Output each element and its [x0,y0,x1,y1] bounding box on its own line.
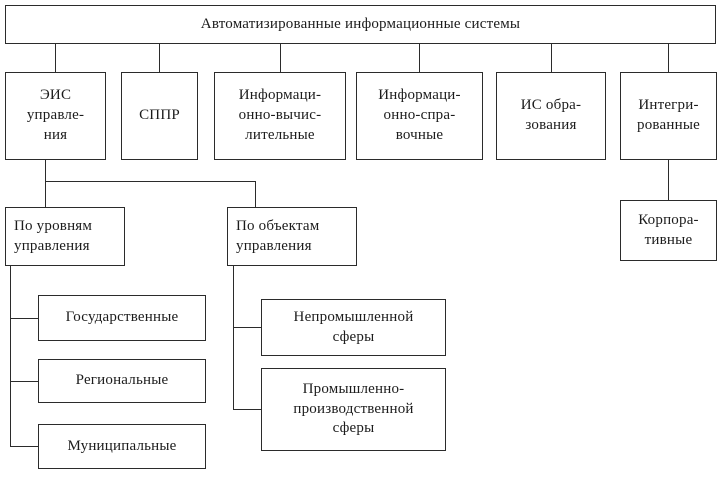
connector-line [233,266,234,409]
node-label: Автоматизированные информационные систем… [200,15,521,32]
node-label: ЭИС управле- ния [26,87,85,143]
connector-line [10,318,38,319]
node-label: Региональные [75,372,169,389]
node-korporativnye: Корпора- тивные [620,200,717,261]
connector-line [45,160,46,207]
node-sppr: СППР [121,72,198,160]
node-label: Корпора- тивные [638,211,699,248]
connector-line [55,44,56,72]
node-label: Информаци- онно-спра- вочные [378,87,461,143]
connector-line [668,44,669,72]
connector-line [551,44,552,72]
node-label: Интегри- рованные [637,97,700,133]
node-label: По объектам управления [236,217,320,254]
node-po-urovnyam-upravleniya: По уровням управления [5,207,125,266]
node-eis-upravleniya: ЭИС управле- ния [5,72,106,160]
node-informacionno-spravochnye: Информаци- онно-спра- вочные [356,72,483,160]
node-automated-information-systems: Автоматизированные информационные систем… [5,5,716,44]
connector-line [419,44,420,72]
node-label: Промышленно- производственной сферы [293,380,414,437]
node-municipalnye: Муниципальные [38,424,206,469]
node-integrirovannye: Интегри- рованные [620,72,717,160]
connector-line [10,381,38,382]
connector-line [10,266,11,446]
node-informacionno-vychislitelnye: Информаци- онно-вычис- лительные [214,72,346,160]
node-promyshlenno-proizvodstvennoj-sfery: Промышленно- производственной сферы [261,368,446,451]
connector-line [668,160,669,200]
connector-line [10,446,38,447]
connector-line [280,44,281,72]
node-is-obrazovaniya: ИС обра- зования [496,72,606,160]
connector-line [233,409,261,410]
node-label: По уровням управления [14,217,93,254]
connector-line [255,181,256,207]
node-label: Государственные [65,309,179,326]
node-regionalnye: Региональные [38,359,206,403]
node-label: Информаци- онно-вычис- лительные [238,87,322,143]
node-nepromyshlennoj-sfery: Непромышленной сферы [261,299,446,356]
node-gosudarstvennye: Государственные [38,295,206,341]
connector-line [233,327,261,328]
node-label: Муниципальные [67,437,177,454]
node-label: Непромышленной сферы [293,308,414,345]
node-label: СППР [139,107,180,124]
node-po-obektam-upravleniya: По объектам управления [227,207,357,266]
node-label: ИС обра- зования [520,97,582,133]
connector-line [45,181,256,182]
connector-line [159,44,160,72]
